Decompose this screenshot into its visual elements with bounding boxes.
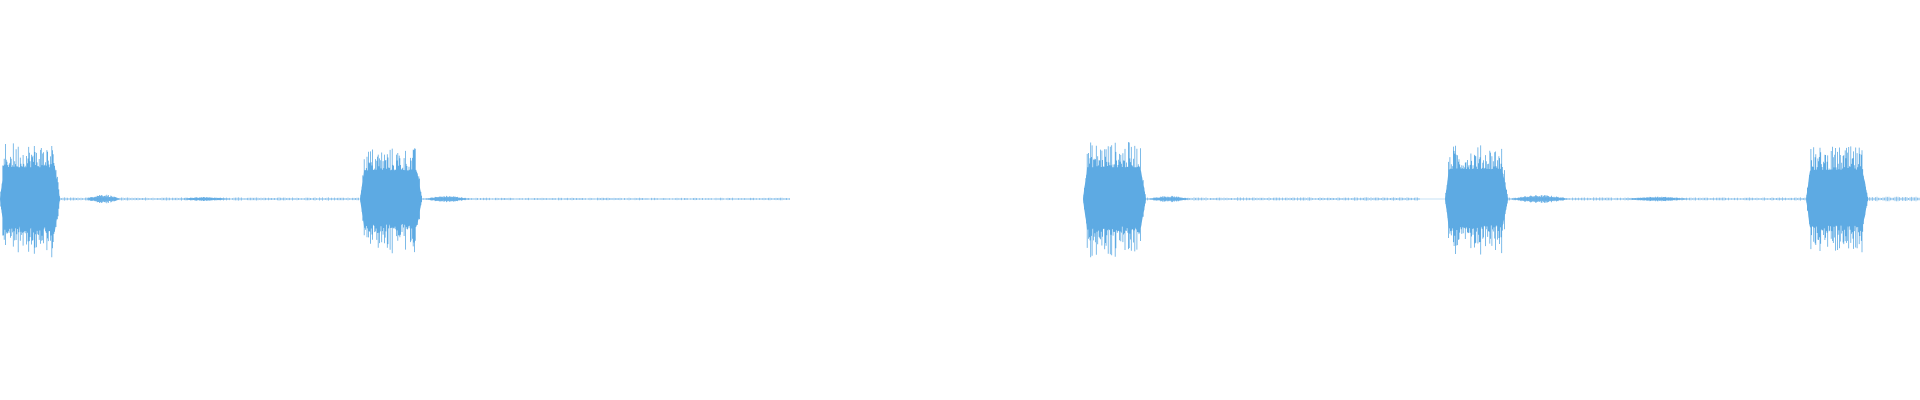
burst-0 [0, 143, 60, 258]
tail-swell-1 [180, 197, 230, 201]
tail-swell-2 [424, 195, 471, 203]
burst-peaks-4 [1806, 146, 1868, 253]
tail-swell-5 [1625, 196, 1690, 202]
silent-gap [790, 196, 1083, 202]
tail-swell-4 [1510, 195, 1570, 203]
burst-peaks-2 [1083, 142, 1146, 258]
noise-segment-4 [1867, 196, 1920, 202]
burst-1 [360, 148, 422, 254]
burst-peaks-1 [360, 148, 422, 254]
burst-3 [1445, 145, 1508, 255]
tail-swell-3 [1148, 195, 1191, 203]
burst-peaks-3 [1445, 145, 1508, 255]
tail-swell-0 [86, 194, 121, 204]
burst-peaks-0 [0, 143, 60, 258]
burst-4 [1806, 146, 1868, 253]
burst-2 [1083, 142, 1146, 258]
